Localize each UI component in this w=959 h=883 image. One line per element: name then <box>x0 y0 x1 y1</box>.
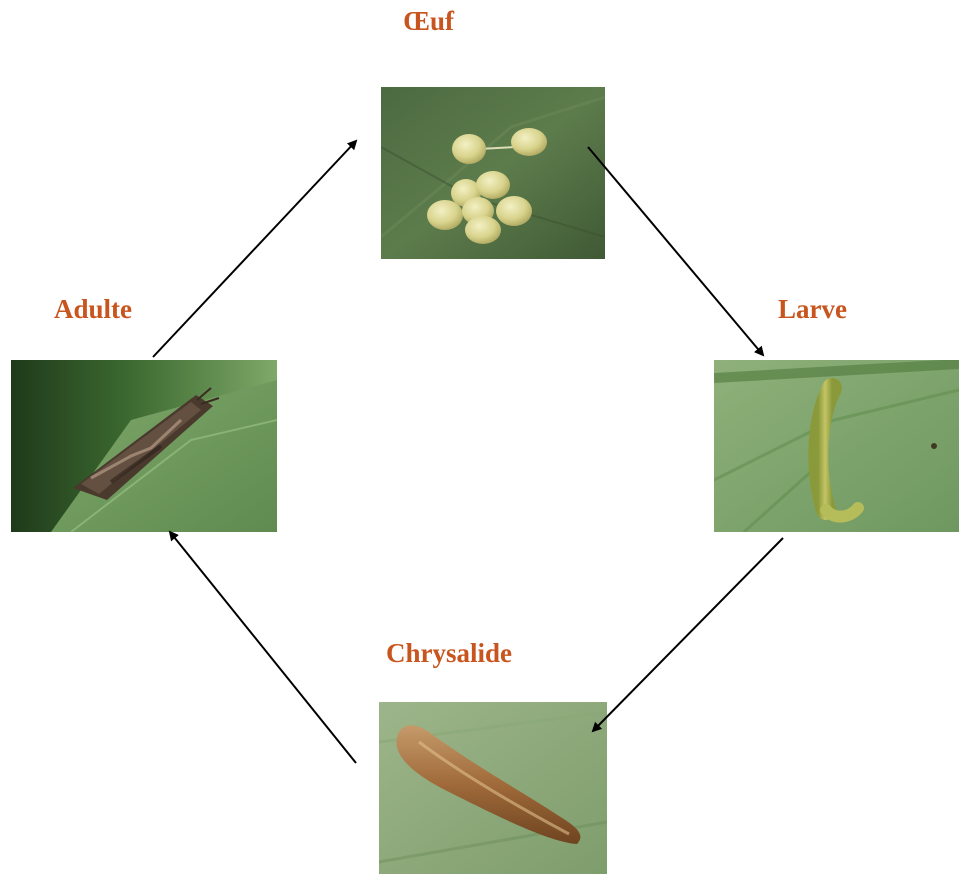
arrow-adult-to-egg <box>153 141 356 357</box>
arrow-larva-to-pupa <box>593 538 783 731</box>
arrow-pupa-to-adult <box>170 532 356 763</box>
arrow-egg-to-larva <box>588 147 763 355</box>
